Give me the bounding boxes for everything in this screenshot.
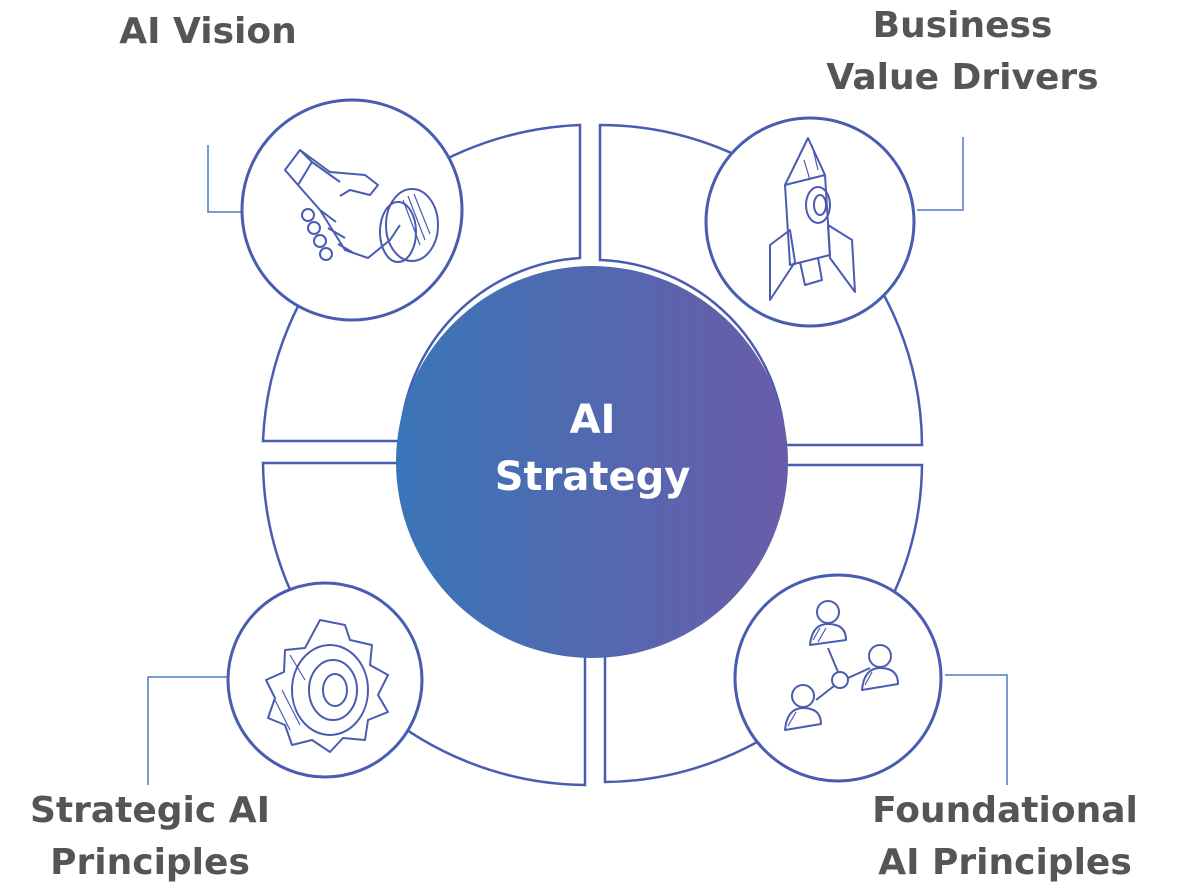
connector-bottom-left (147, 676, 228, 785)
center-title-line1: AI (569, 397, 616, 443)
label-top-right-line2: Value Drivers (826, 57, 1099, 98)
label-bottom-right: Foundational AI Principles (835, 785, 1175, 889)
connector-top-left (207, 145, 243, 213)
handshake-icon (284, 149, 439, 263)
icon-circle-top-left (240, 98, 464, 322)
label-bottom-right-line1: Foundational (872, 790, 1138, 831)
center-title: AI Strategy (400, 392, 785, 506)
connector-top-right (917, 137, 964, 211)
people-network-icon (784, 600, 899, 731)
label-top-right: Business Value Drivers (790, 0, 1135, 104)
connector-bottom-right (945, 674, 1008, 785)
center-circle (396, 266, 788, 658)
label-bottom-left-line2: Principles (50, 842, 250, 883)
label-bottom-right-line2: AI Principles (878, 842, 1132, 883)
label-bottom-left: Strategic AI Principles (5, 785, 295, 889)
label-top-right-line1: Business (872, 5, 1053, 46)
label-bottom-left-line1: Strategic AI (29, 790, 271, 831)
label-top-left-line1: AI Vision (119, 11, 297, 52)
icon-circle-top-right (704, 116, 916, 328)
label-top-left: AI Vision (88, 6, 328, 58)
center-title-line2: Strategy (494, 454, 691, 500)
gear-icon (265, 619, 389, 753)
rocket-icon (769, 137, 856, 301)
